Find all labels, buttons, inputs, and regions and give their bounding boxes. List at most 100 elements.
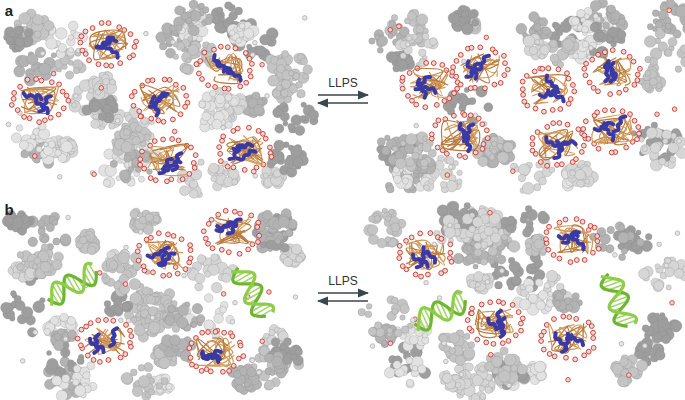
hydration-water [196, 71, 201, 76]
hydration-water [138, 162, 143, 167]
atom-sphere [406, 36, 411, 41]
hydration-water [429, 132, 434, 137]
hydration-water [583, 73, 588, 78]
atom-sphere [293, 157, 303, 167]
atom-sphere [103, 78, 110, 85]
atom-sphere [211, 176, 217, 182]
atom-sphere [225, 2, 233, 10]
atom-sphere [198, 159, 204, 165]
solvent-dot [44, 142, 49, 147]
atom-sphere [664, 17, 671, 24]
atom-sphere [46, 38, 57, 49]
atom-sphere [256, 46, 266, 56]
atom-sphere [386, 51, 397, 62]
atom-sphere [301, 102, 306, 107]
atom-sphere [268, 75, 279, 86]
atom-sphere [182, 65, 191, 74]
hydration-water [49, 80, 54, 85]
hydration-water [247, 56, 252, 61]
atom-sphere [665, 23, 671, 29]
atom-sphere [288, 123, 295, 130]
atom-sphere [393, 175, 401, 183]
hydration-water [56, 112, 61, 117]
hydration-water [545, 163, 550, 168]
hydration-water [550, 108, 555, 113]
solvent-dot [445, 173, 450, 178]
hydration-water [631, 59, 636, 64]
solvent-dot [57, 175, 62, 180]
hydration-water [247, 68, 252, 73]
hydration-water [142, 166, 147, 171]
atom-sphere [91, 119, 100, 128]
hydration-water [129, 94, 134, 99]
atom-sphere [199, 3, 205, 9]
solvent-dot [221, 125, 226, 130]
hydration-water [162, 77, 167, 82]
hydration-water [440, 63, 445, 68]
hydration-water [206, 83, 211, 88]
hydration-water [25, 77, 30, 82]
alpha-helix [24, 93, 42, 99]
atom-sphere [503, 142, 514, 153]
hydration-water [61, 106, 66, 111]
atom-sphere [645, 83, 650, 88]
atom-sphere [16, 125, 23, 132]
hydration-water [480, 122, 485, 127]
hydration-water [532, 69, 537, 74]
hydration-water [153, 178, 158, 183]
hydration-water [99, 21, 104, 26]
atom-sphere [159, 42, 167, 50]
hydration-water [568, 97, 573, 102]
hydration-water [225, 164, 230, 169]
hydration-water [170, 137, 175, 142]
hydration-water [400, 75, 405, 80]
hydration-water [463, 155, 468, 160]
atom-sphere [407, 12, 416, 21]
atom-sphere [618, 18, 625, 25]
atom-sphere [34, 31, 41, 38]
atom-sphere [39, 63, 51, 75]
hydration-water [423, 105, 428, 110]
atom-sphere [212, 119, 222, 129]
hydration-water [60, 89, 65, 94]
atom-sphere [38, 128, 49, 139]
hydration-water [424, 61, 429, 66]
hydration-water [617, 90, 622, 95]
atom-sphere [61, 141, 73, 153]
atom-sphere [73, 67, 80, 74]
hydration-water [414, 102, 419, 107]
atom-sphere [650, 58, 658, 66]
hydration-water [180, 177, 185, 182]
atom-sphere [375, 35, 380, 40]
hydration-water [184, 93, 189, 98]
hydration-water [442, 99, 447, 104]
hydration-water [193, 153, 198, 158]
hydration-water [433, 123, 438, 128]
hydration-water [521, 92, 526, 97]
hydration-water [140, 149, 145, 154]
hydration-water [80, 48, 85, 53]
hydration-water [247, 125, 252, 130]
atom-sphere [419, 49, 427, 57]
hydration-water [12, 91, 17, 96]
atom-sphere [395, 158, 406, 169]
hydration-water [249, 61, 254, 66]
hydration-water [238, 84, 243, 89]
hydration-water [545, 125, 550, 130]
atom-sphere [562, 39, 574, 51]
hydration-water [540, 66, 545, 71]
hydration-water [137, 109, 142, 114]
atom-sphere [123, 129, 130, 136]
atom-sphere [377, 47, 383, 53]
atom-sphere [301, 58, 308, 65]
hydration-water [538, 160, 543, 165]
macromolecule-blob [443, 86, 493, 126]
hydration-water [571, 83, 576, 88]
hydration-water [566, 76, 571, 81]
protein-molecule [129, 77, 190, 124]
hydration-water [138, 114, 143, 119]
hydration-water [183, 104, 188, 109]
atom-sphere [108, 95, 114, 101]
atom-sphere [549, 167, 555, 173]
atom-sphere [234, 106, 243, 115]
